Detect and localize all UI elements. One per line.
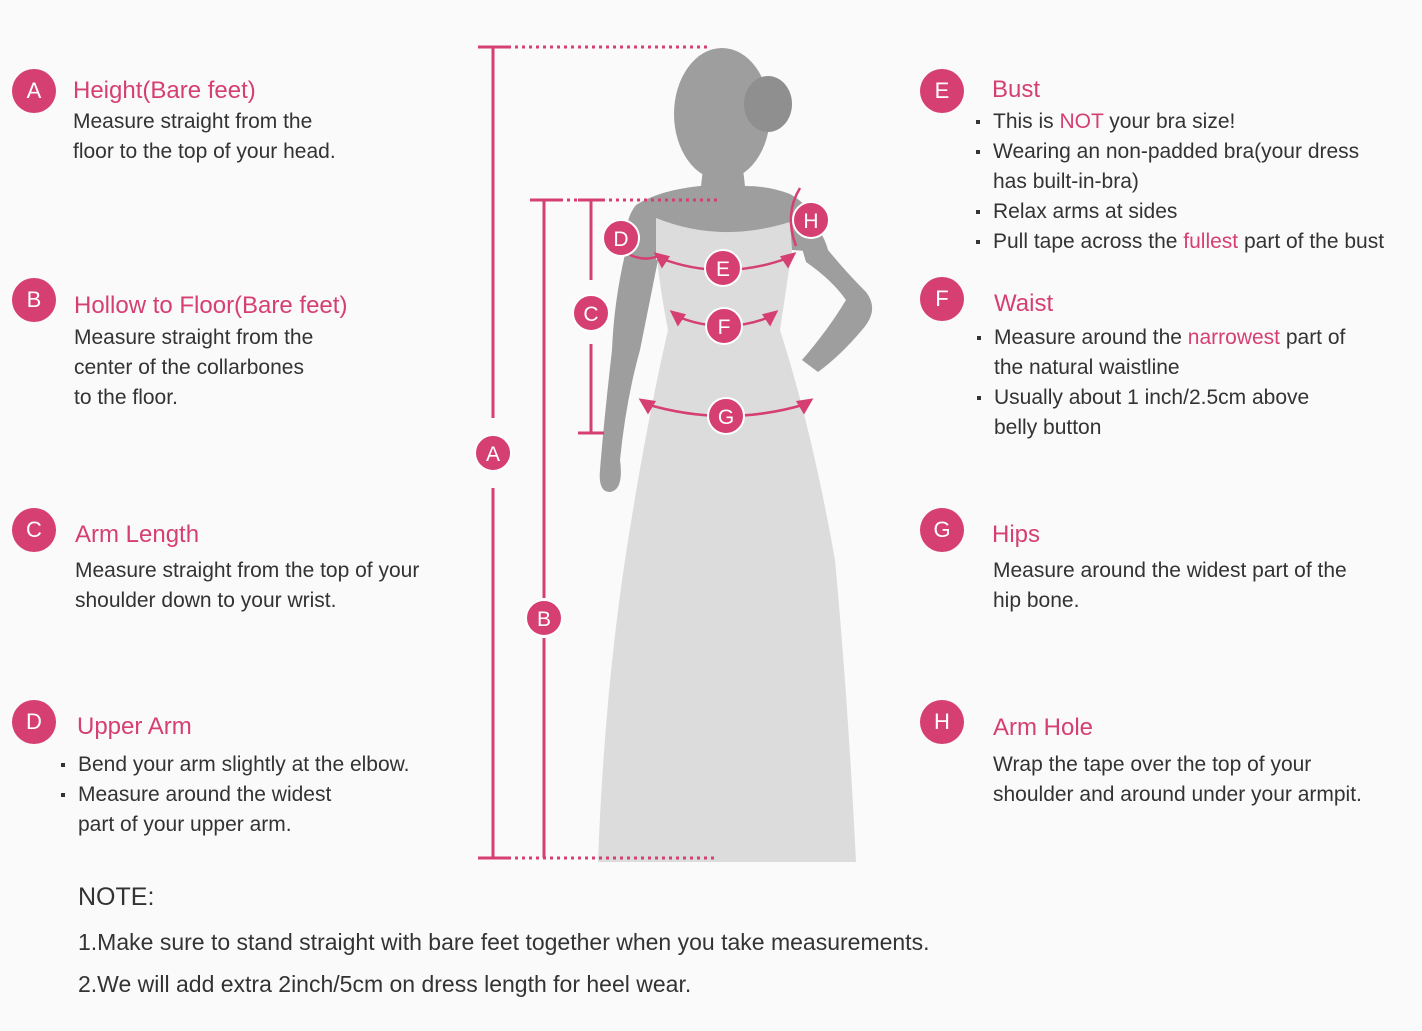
figure-badge-h: H — [792, 201, 830, 239]
desc-hollow-to-floor: Measure straight from the center of the … — [74, 326, 314, 409]
svg-text:D: D — [613, 228, 628, 251]
bullet-item: This is NOT your bra size! — [976, 107, 1384, 137]
title-hips: Hips — [992, 521, 1041, 548]
badge-d: D — [12, 700, 56, 744]
svg-text:E: E — [716, 258, 730, 281]
bullet-item: Bend your arm slightly at the elbow. — [61, 750, 410, 780]
figure-badge-e: E — [704, 249, 742, 287]
measure-line-a — [478, 45, 708, 860]
upper-arm-tape — [627, 252, 659, 260]
svg-text:C: C — [583, 303, 598, 326]
desc-arm-hole: Wrap the tape over the top of your shoul… — [993, 753, 1362, 806]
title-hollow-to-floor: Hollow to Floor(Bare feet) — [74, 292, 348, 319]
armhole-tape — [789, 187, 802, 247]
shoulders — [625, 186, 821, 260]
title-height: Height(Bare feet) — [73, 77, 256, 104]
right-arm — [792, 214, 873, 372]
badge-g: G — [920, 508, 964, 552]
title-arm-length: Arm Length — [75, 521, 200, 548]
figure-badge-a: A — [474, 434, 512, 472]
title-waist: Waist — [994, 290, 1054, 317]
figure-badge-d: D — [602, 219, 640, 257]
title-bust: Bust — [992, 76, 1041, 103]
measure-line-c — [578, 198, 604, 435]
badge-b: B — [12, 278, 56, 322]
svg-text:A: A — [486, 443, 500, 466]
figure-badge-g: G — [707, 397, 745, 435]
note-title: NOTE: — [78, 883, 155, 911]
measure-line-b — [508, 198, 718, 860]
title-arm-hole: Arm Hole — [993, 714, 1094, 741]
bullet-item: Relax arms at sides — [976, 197, 1384, 227]
badge-f: F — [920, 277, 964, 321]
figure-badge-f: F — [705, 307, 743, 345]
desc-hips: Measure around the widest part of the hi… — [993, 559, 1347, 612]
svg-text:F: F — [718, 316, 731, 339]
svg-text:G: G — [718, 406, 734, 429]
note-line-2: 2.We will add extra 2inch/5cm on dress l… — [78, 971, 692, 997]
head — [674, 48, 770, 180]
desc-bust: This is NOT your bra size! Wearing an no… — [976, 107, 1384, 257]
title-upper-arm: Upper Arm — [77, 713, 192, 740]
badge-h: H — [920, 700, 964, 744]
figure-badge-b: B — [525, 599, 563, 637]
svg-text:B: B — [537, 608, 551, 631]
svg-text:H: H — [803, 210, 818, 233]
desc-arm-length: Measure straight from the top of your sh… — [75, 559, 420, 612]
bullet-item: Pull tape across the fullest part of the… — [976, 227, 1384, 257]
figure-badge-c: C — [572, 294, 610, 332]
bust-tape — [653, 252, 797, 272]
badge-a: A — [12, 69, 56, 113]
badge-e: E — [920, 69, 964, 113]
dress-silhouette — [598, 218, 856, 862]
badge-c: C — [12, 508, 56, 552]
note-line-1: 1.Make sure to stand straight with bare … — [78, 929, 930, 955]
desc-height: Measure straight from the floor to the t… — [73, 110, 336, 163]
left-arm — [599, 250, 658, 492]
desc-upper-arm: Bend your arm slightly at the elbow. Mea… — [61, 750, 410, 840]
hair-bun — [744, 76, 792, 132]
